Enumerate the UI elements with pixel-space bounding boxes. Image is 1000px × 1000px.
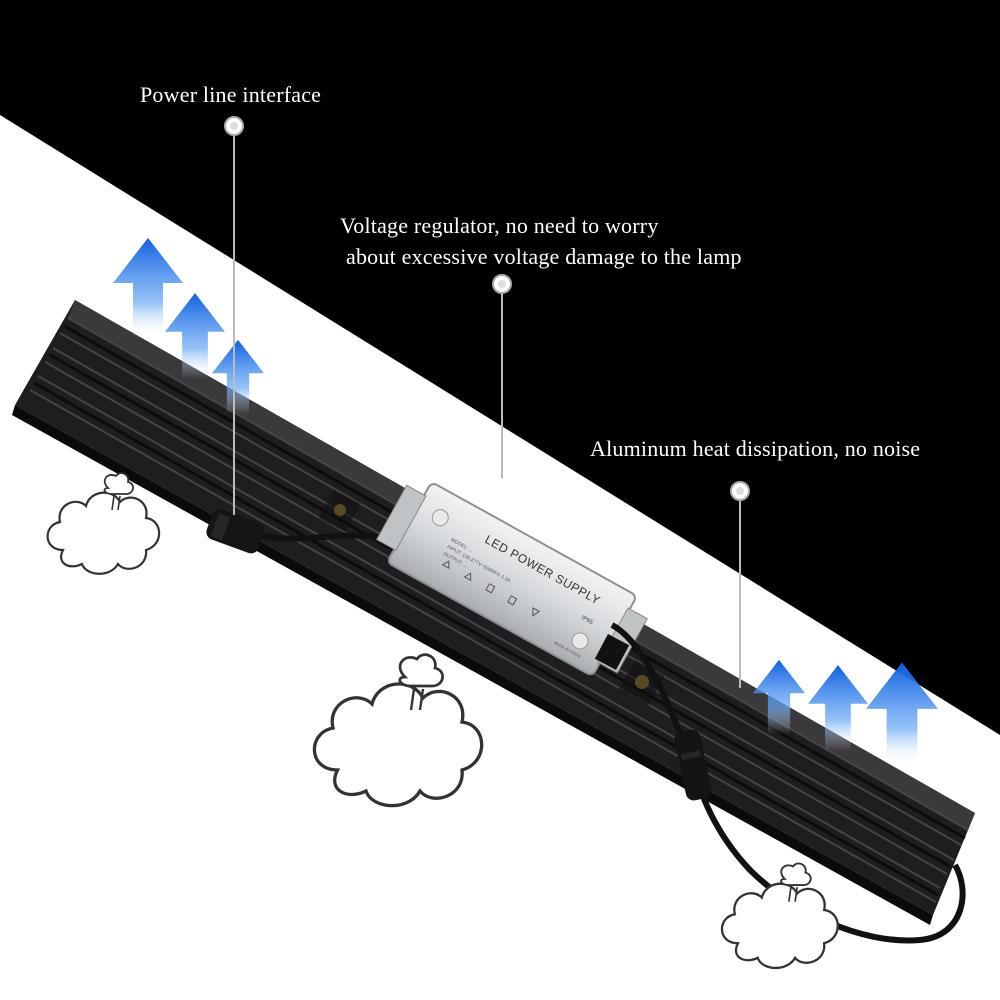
power-connector [206, 508, 265, 554]
callout-voltage [492, 274, 512, 478]
callout-power [224, 116, 244, 515]
input-cable [259, 532, 386, 542]
psu-rating: IP65 [580, 615, 594, 627]
callout-label-aluminum: Aluminum heat dissipation, no noise [590, 436, 921, 461]
callout-aluminum [730, 481, 750, 688]
output-cable [610, 622, 966, 944]
callout-label-voltage: Voltage regulator, no need to worry abou… [340, 210, 742, 272]
callout-label-voltage-line1: Voltage regulator, no need to worry [340, 213, 659, 238]
callout-label-power: Power line interface [140, 82, 322, 107]
output-connector [674, 729, 712, 801]
callout-label-voltage-line2: about excessive voltage damage to the la… [346, 244, 742, 269]
